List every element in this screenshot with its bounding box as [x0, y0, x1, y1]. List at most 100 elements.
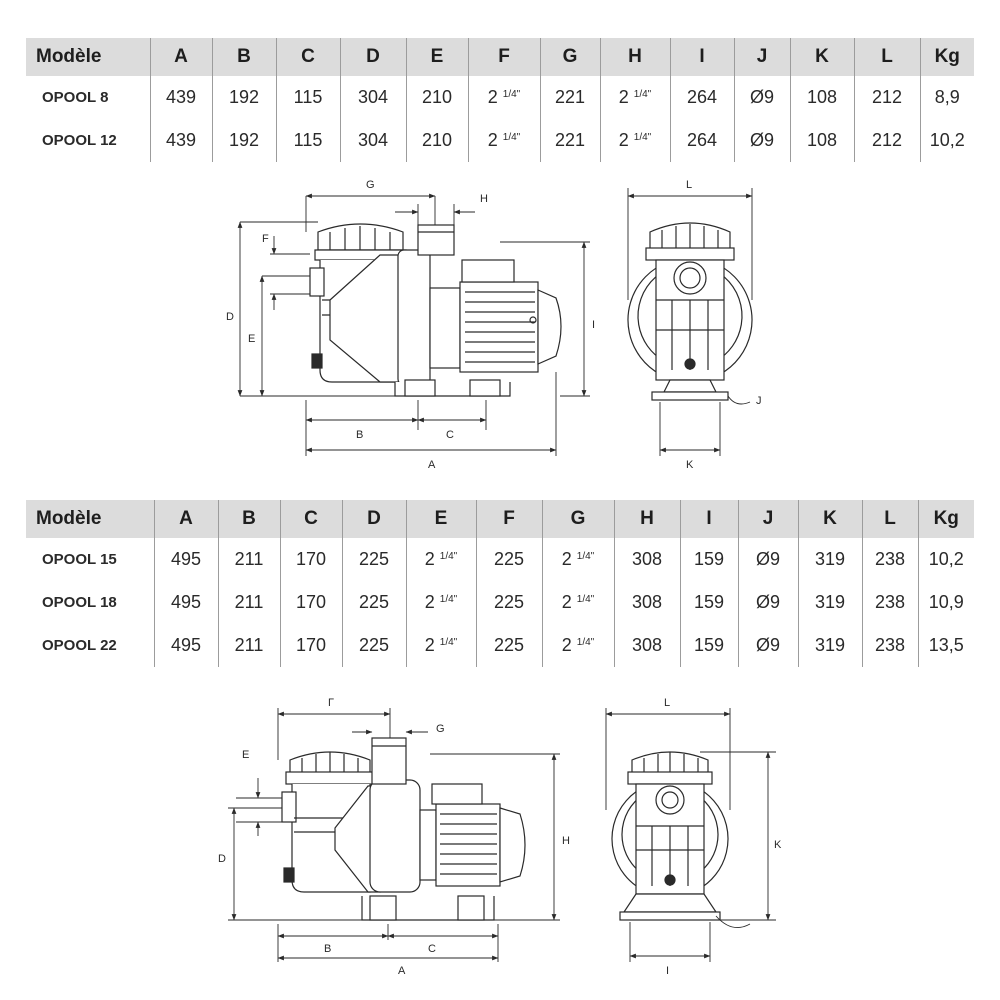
header-cell: K — [789, 38, 854, 76]
table-cell: 495 — [153, 624, 218, 667]
label-g: G — [366, 179, 375, 191]
table-cell: 225 — [475, 538, 542, 581]
model-cell: OPOOL 18 — [42, 594, 117, 611]
header-cell: J — [737, 500, 798, 538]
spec-table-bottom: Modèle A B C D E F G H I J K L Kg OPOOL … — [26, 500, 974, 667]
header-cell: B — [217, 500, 280, 538]
header-cell: I — [679, 500, 738, 538]
model-cell: OPOOL 15 — [42, 551, 117, 568]
table-cell: 2 1/4" — [599, 76, 670, 119]
table-cell: 221 — [539, 76, 600, 119]
table-cell: 238 — [861, 538, 918, 581]
dimension-lines-side — [228, 708, 560, 962]
table-cell: 170 — [279, 538, 342, 581]
pump-motor — [429, 259, 562, 373]
table-cell: 2 1/4" — [467, 76, 540, 119]
header-cell: D — [341, 500, 406, 538]
table-cell: 439 — [149, 119, 212, 162]
label-c: C — [446, 429, 454, 441]
pump-motor — [419, 783, 526, 887]
label-h: H — [562, 835, 570, 847]
dimension-labels-top: G H F D E I B C A L J K — [226, 179, 762, 471]
header-cell: J — [733, 38, 790, 76]
table-cell: 2 1/4" — [405, 624, 476, 667]
table-cell: Ø9 — [737, 538, 798, 581]
table-row: OPOOL 8 439 192 115 304 210 2 1/4" 221 2… — [26, 76, 974, 119]
table-cell: 439 — [149, 76, 212, 119]
pump-volute — [334, 737, 421, 893]
header-cell: Kg — [919, 38, 974, 76]
table-cell: 170 — [279, 624, 342, 667]
table-cell: 2 1/4" — [541, 538, 614, 581]
table-cell: 170 — [279, 581, 342, 624]
table-cell: 159 — [679, 581, 738, 624]
table-row: OPOOL 18 495 211 170 225 2 1/4" 225 2 1/… — [26, 581, 974, 624]
pump-base — [361, 895, 495, 921]
header-cell: K — [797, 500, 862, 538]
table-header-row: Modèle A B C D E F G H I J K L Kg — [26, 500, 974, 538]
header-cell: E — [405, 500, 476, 538]
pump-front-view — [611, 751, 729, 921]
header-cell: B — [211, 38, 276, 76]
table-cell: 192 — [211, 119, 276, 162]
label-i: I — [666, 965, 669, 977]
table-cell: 319 — [797, 581, 862, 624]
pump-diagram-bottom: Γ G E D H B C A L K I — [218, 697, 782, 977]
header-cell: Modèle — [26, 38, 150, 76]
pump-front-view — [627, 222, 753, 401]
header-cell: H — [613, 500, 680, 538]
table-cell: 159 — [679, 538, 738, 581]
table-cell: 2 1/4" — [467, 119, 540, 162]
label-k: K — [686, 459, 694, 471]
header-cell: Kg — [917, 500, 974, 538]
table-cell: 264 — [669, 76, 734, 119]
table-cell: 225 — [341, 624, 406, 667]
table-cell: 495 — [153, 581, 218, 624]
header-cell: E — [405, 38, 468, 76]
table-cell: Ø9 — [733, 119, 790, 162]
model-cell: OPOOL 22 — [42, 637, 117, 654]
header-cell: F — [467, 38, 540, 76]
table-cell: 2 1/4" — [405, 581, 476, 624]
table-cell: 308 — [613, 538, 680, 581]
table-header-row: Modèle A B C D E F G H I J K L Kg — [26, 38, 974, 76]
table-cell: 225 — [475, 624, 542, 667]
dimension-lines-front — [627, 188, 753, 456]
table-cell: 221 — [539, 119, 600, 162]
table-cell: 2 1/4" — [599, 119, 670, 162]
label-a: A — [398, 965, 406, 977]
header-cell: L — [853, 38, 920, 76]
table-cell: 13,5 — [917, 624, 974, 667]
label-f: Γ — [328, 697, 334, 709]
table-cell: 10,2 — [919, 119, 974, 162]
header-cell: C — [279, 500, 342, 538]
label-l: L — [686, 179, 692, 191]
label-b: B — [356, 429, 363, 441]
table-cell: 115 — [275, 119, 340, 162]
label-d: D — [226, 311, 234, 323]
label-j: J — [756, 395, 762, 407]
table-cell: 319 — [797, 538, 862, 581]
table-cell: 8,9 — [919, 76, 974, 119]
table-cell: 495 — [153, 538, 218, 581]
table-cell: 10,9 — [917, 581, 974, 624]
label-a: A — [428, 459, 436, 471]
table-cell: 212 — [853, 76, 920, 119]
table-row: OPOOL 22 495 211 170 225 2 1/4" 225 2 1/… — [26, 624, 974, 667]
header-cell: D — [339, 38, 406, 76]
table-cell: 115 — [275, 76, 340, 119]
table-cell: 2 1/4" — [541, 581, 614, 624]
table-cell: 225 — [341, 581, 406, 624]
label-l: L — [664, 697, 670, 709]
table-cell: 192 — [211, 76, 276, 119]
table-cell: Ø9 — [733, 76, 790, 119]
label-i: I — [592, 319, 595, 331]
pump-base — [394, 379, 511, 397]
label-e: E — [248, 333, 255, 345]
header-cell: A — [153, 500, 218, 538]
label-f: F — [262, 233, 269, 245]
table-row: OPOOL 12 439 192 115 304 210 2 1/4" 221 … — [26, 119, 974, 162]
table-cell: 319 — [797, 624, 862, 667]
label-h: H — [480, 193, 488, 205]
model-cell: OPOOL 12 — [42, 132, 117, 149]
